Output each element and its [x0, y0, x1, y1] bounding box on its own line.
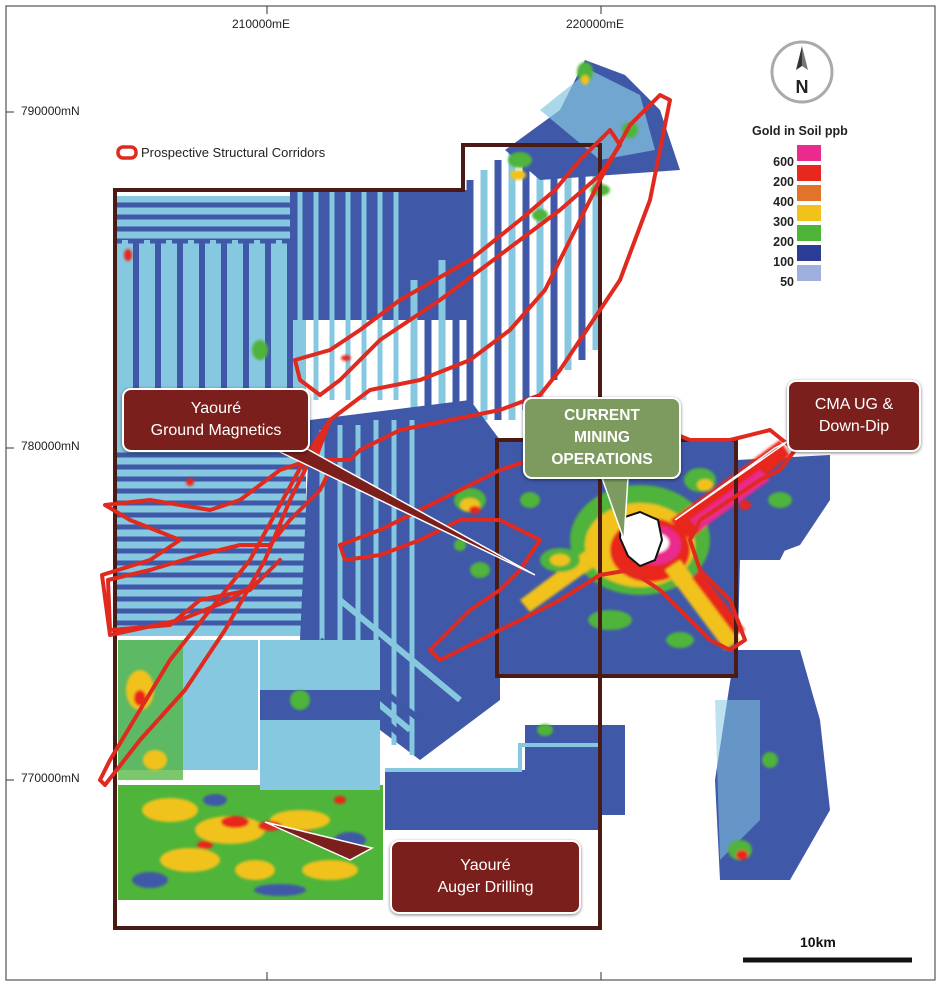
legend-label: 100 — [773, 255, 794, 269]
legend-label: 200 — [773, 235, 794, 249]
callout-line: Ground Magnetics — [150, 422, 282, 439]
callout-line: Down-Dip — [818, 418, 890, 435]
legend-swatch — [797, 205, 821, 221]
legend-label: 400 — [773, 195, 794, 209]
north-arrow: N — [770, 40, 834, 104]
scale-bar-label: 10km — [800, 934, 836, 950]
soil-legend-title: Gold in Soil ppb — [752, 124, 848, 138]
northing-label: 790000mN — [21, 104, 80, 118]
callout-line: MINING — [574, 429, 630, 446]
northing-label: 770000mN — [21, 771, 80, 785]
northing-label: 780000mN — [21, 439, 80, 453]
corridor-legend-symbol — [116, 145, 138, 160]
callout-line: CURRENT — [564, 407, 640, 424]
easting-label: 210000mE — [232, 17, 291, 31]
soil-legend-swatches — [797, 145, 821, 281]
corridor-central — [313, 93, 672, 462]
legend-label: 50 — [780, 275, 794, 289]
callout-pointers — [264, 439, 791, 861]
callout-ground-magnetics: Yaouré Ground Magnetics — [122, 388, 310, 452]
callout-auger-drilling: Yaouré Auger Drilling — [390, 840, 581, 914]
legend-swatch — [797, 225, 821, 241]
callout-line: CMA UG & — [814, 396, 894, 413]
legend-label: 300 — [773, 215, 794, 229]
callout-line: Yaouré — [190, 400, 242, 417]
callout-line: Yaouré — [460, 857, 511, 874]
corridor-west-loop — [100, 458, 332, 637]
legend-swatch — [797, 265, 821, 281]
legend-label: 200 — [773, 175, 794, 189]
legend-swatch — [797, 185, 821, 201]
mine-pit-outline — [618, 510, 664, 568]
legend-label: 600 — [773, 155, 794, 169]
corridor-west — [98, 418, 332, 787]
callout-line: Auger Drilling — [437, 879, 534, 896]
corridor-legend-label: Prospective Structural Corridors — [141, 145, 326, 160]
callout-current-mining: CURRENT MINING OPERATIONS — [523, 397, 681, 479]
legend-swatch — [797, 245, 821, 261]
callout-line: OPERATIONS — [551, 451, 653, 468]
grid-ticks — [6, 6, 602, 980]
easting-label: 220000mE — [566, 17, 625, 31]
callout-cma-ug: CMA UG & Down-Dip — [787, 380, 921, 452]
legend-swatch — [797, 145, 821, 161]
legend-swatch — [797, 165, 821, 181]
north-arrow-letter: N — [796, 77, 809, 97]
